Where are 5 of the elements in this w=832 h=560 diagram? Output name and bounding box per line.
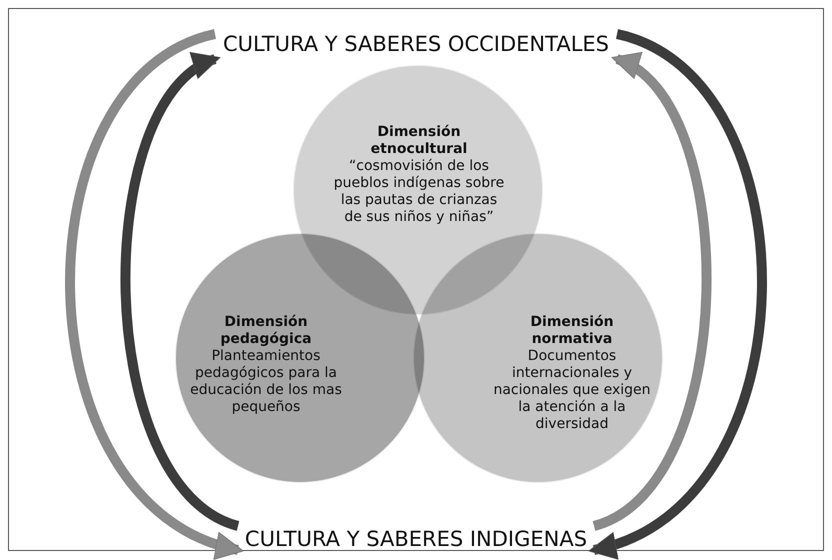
heading-text: CULTURA Y SABERES OCCIDENTALES bbox=[222, 32, 609, 56]
circle-title: Dimensión pedagógica bbox=[219, 314, 313, 348]
heading-text: CULTURA Y SABERES INDIGENAS bbox=[244, 527, 588, 551]
circle-title: Dimensión etnocultural bbox=[370, 124, 468, 158]
circle-description: “cosmovisión de los pueblos indígenas sobre las pautas de crianzas de sus niños y niñas” bbox=[332, 158, 506, 226]
